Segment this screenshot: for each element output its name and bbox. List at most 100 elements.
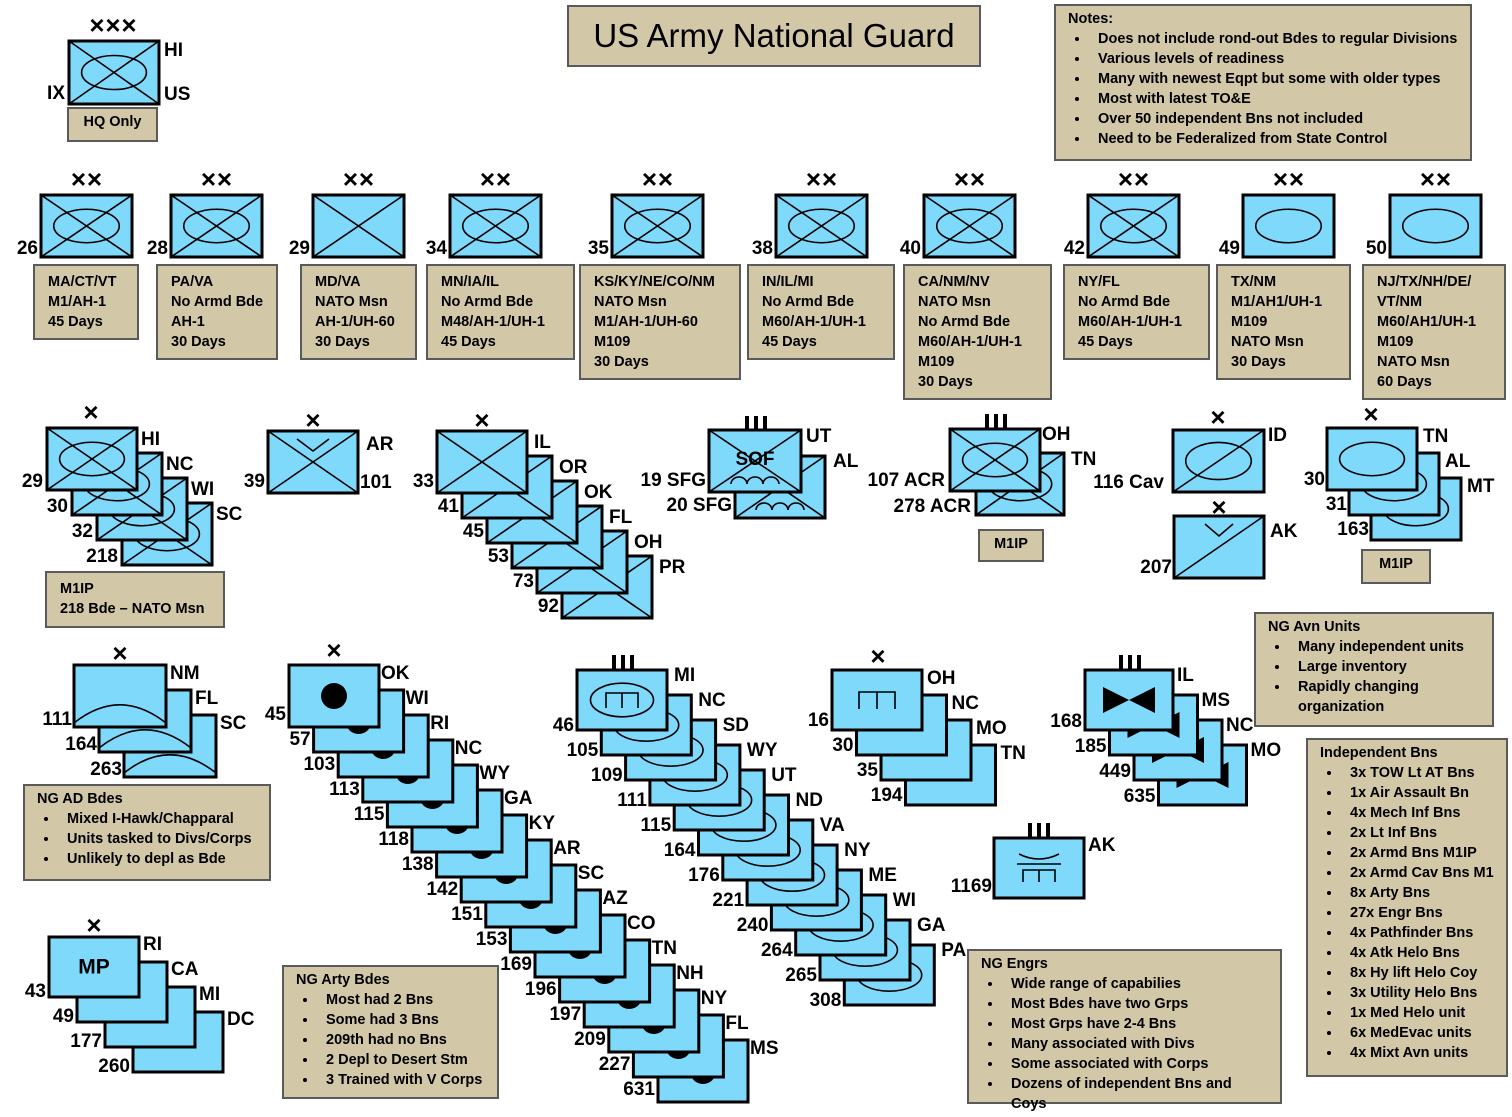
engr-grp-state: ND [796,790,823,811]
inf-bde-state: IL [534,432,551,453]
arty-bde-state: NC [455,738,483,759]
inf-bde-state: OR [559,457,588,478]
division-note-line: M1/AH-1 [48,294,106,310]
mp-bde-state: CA [171,959,199,980]
division-note-line: NATO Msn [594,294,667,310]
ad-bde-state: NM [170,663,200,684]
mp-bde-symbol-mp-label: MP [78,956,110,979]
sfg-symbol-rear-arcs [755,502,773,511]
ak-engr-box [992,836,1086,900]
avn-note-title: NG Avn Units [1268,619,1361,635]
bns-note-item: 6x MedEvac units [1342,1023,1496,1043]
corps-symbol-ellipse [80,54,148,91]
division-note-line: NATO Msn [1231,334,1304,350]
division-box [1241,193,1336,259]
engr-grp-state: UT [771,765,797,786]
division-echelon: × [71,164,86,194]
ak-air-echelon: × [1211,492,1226,522]
division-note-line: 60 Days [1377,374,1432,390]
mp-bde-number: 49 [53,1006,74,1027]
mp-bde-number: 177 [70,1031,102,1052]
arty-bde-state: MS [750,1038,779,1059]
arty-bde-number: 103 [303,754,335,775]
engr-grp-state: PA [941,940,966,961]
armor-bde-box [1325,426,1419,492]
ad-bde-symbol-arc [73,704,167,724]
arty-bde-number: 197 [549,1004,581,1025]
ak-air-number: 207 [1140,557,1172,578]
engr-bde-number: 16 [808,710,829,731]
arty-note-item: 209th had no Bns [318,1030,487,1050]
acr-symbol-ellipse [961,442,1029,478]
corps-note [67,107,158,142]
bns-note-item: 1x Air Assault Bn [1342,783,1496,803]
division-note-line: MD/VA [315,274,361,290]
bns-note-item: 4x Pathfinder Bns [1342,923,1496,943]
acr-state: OH [1042,424,1071,445]
division-echelon: × [496,164,511,194]
arty-bde-state: SC [578,863,605,884]
engr-grp-number: 105 [567,740,599,761]
arty-note-item: 2 Depl to Desert Stm [318,1050,487,1070]
sfg-echelon-bar [754,416,758,430]
armor-bde-symbol-ellipse [1338,441,1406,477]
arty-bde-state: KY [529,813,556,834]
division-echelon: × [642,164,657,194]
engr-bde-state: OH [927,668,956,689]
ad-bde-number: 164 [65,734,97,755]
inf-bde-number: 73 [513,571,534,592]
bns-note-item: 4x Atk Helo Bns [1342,943,1496,963]
avn-grp-symbol-rotor [1103,687,1155,713]
avn-grp-echelon-bar [1128,655,1132,669]
engr-note-item: Some associated with Corps [1003,1054,1270,1074]
cav-echelon: × [1210,402,1225,432]
engrs-note: NG Engrs Wide range of capabilies Most B… [967,949,1282,1112]
division-note [903,264,1052,400]
acr-echelon-bar [994,414,998,428]
division-number: 28 [147,238,168,259]
ad-note-title: NG AD Bdes [37,791,123,807]
division-note [1063,264,1210,360]
acr-number: 278 ACR [894,496,972,517]
mech-bde-symbol-ellipse [58,441,126,477]
division-echelon: × [1118,164,1133,194]
armor-bde-number: 30 [1304,469,1325,490]
division-number: 49 [1219,238,1240,259]
engr-note-item: Most Grps have 2-4 Bns [1003,1014,1270,1034]
division-note-line: VT/NM [1377,294,1422,310]
division-echelon: × [1436,164,1451,194]
air-bde-state: AR [366,434,394,455]
avn-note-item: Large inventory [1290,657,1482,677]
corps-echelon: × [121,10,136,40]
engr-grp-number: 240 [737,915,769,936]
avn-grp-state: MS [1202,690,1231,711]
bns-note-item: 8x Arty Bns [1342,883,1496,903]
arty-bde-number: 45 [265,704,287,725]
mp-bde-box [47,935,141,999]
mech-bde-note-line: 218 Bde – NATO Msn [60,601,205,617]
division-note-line: 45 Days [1078,334,1133,350]
division-note-line: No Armd Bde [441,294,533,310]
air-bde-symbol-cross [267,430,359,494]
air-bde-symbol-wings [296,438,330,452]
division-echelon: × [1420,164,1435,194]
division-number: 34 [426,238,448,259]
arty-bde-echelon: × [326,635,341,665]
engr-bde-symbol-engineer [858,691,896,709]
bns-note-item: 27x Engr Bns [1342,903,1496,923]
division-symbol-cross [312,194,405,258]
arty-bde-number: 118 [378,829,409,850]
acr-note [978,529,1044,562]
engr-grp-state: NY [844,840,871,861]
avn-note-item: organization [1298,699,1385,715]
avn-grp-echelon-bar [1119,655,1123,669]
cav-symbol-slash [1172,429,1265,493]
inf-bde-echelon: × [474,405,489,435]
arty-bde-state: FL [725,1013,749,1034]
bns-note-item: 1x Med Helo unit [1342,1003,1496,1023]
armor-bde-state: MT [1467,476,1495,497]
division-symbol-cross [923,194,1016,258]
ad-bde-number: 263 [90,759,122,780]
arty-bde-number: 631 [623,1079,655,1100]
sfg-echelon-bar [763,416,767,430]
